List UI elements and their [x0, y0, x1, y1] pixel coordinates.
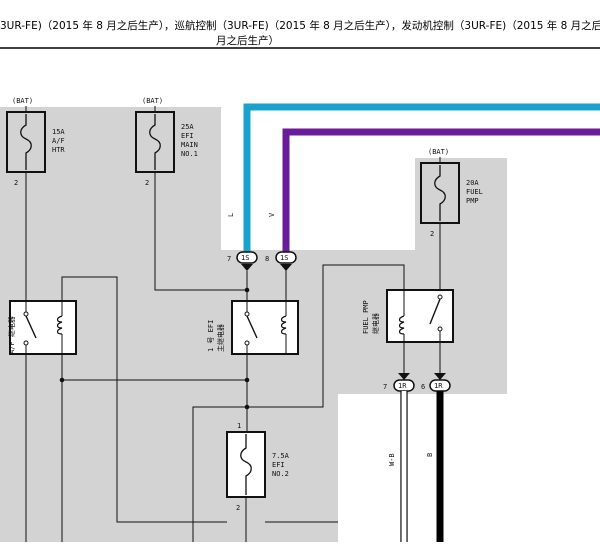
- wire-violet: [282, 128, 600, 257]
- fuse-fuel-pmp-name-1: FUEL: [466, 188, 483, 196]
- connector-6-1r-arrow-icon: [434, 373, 446, 380]
- wire-label-wb: W-B: [388, 453, 396, 466]
- relay-efi-label-1: 1 号 EFI: [207, 320, 215, 352]
- fuse-fuel-pmp-element: [434, 165, 446, 221]
- relay-af-coil: [56, 315, 63, 335]
- fuse-af-htr-source: (BAT): [12, 97, 33, 105]
- relay-fuel-switch: [429, 298, 441, 325]
- splice-point: [244, 287, 250, 293]
- connector-7-1s: [236, 251, 258, 264]
- wire-blue: [243, 103, 600, 257]
- connector-7-1r-pin: 7: [383, 383, 387, 391]
- fuse-fuel-pmp-pin: 2: [430, 230, 434, 238]
- connector-6-1r-code: 1R: [434, 382, 443, 390]
- fuse-efi-no2-element: [240, 434, 252, 495]
- connector-7-1s-pin: 7: [227, 255, 231, 263]
- relay-af-switch: [25, 315, 37, 339]
- fuse-efi-no2-name-1: EFI: [272, 461, 285, 469]
- relay-efi-coil: [280, 315, 287, 335]
- relay-fuel-coil: [398, 315, 405, 335]
- fuse-fuel-pmp-rating: 20A: [466, 179, 479, 187]
- connector-8-1s-pin: 8: [265, 255, 269, 263]
- wire-label-v: V: [268, 212, 276, 217]
- connector-7-1r-code: 1R: [398, 382, 407, 390]
- fuse-efi-main-rating: 25A: [181, 123, 194, 131]
- connector-8-1s-code: 1S: [280, 254, 288, 262]
- fuse-efi-main-name-2: MAIN: [181, 141, 198, 149]
- fuse-efi-main-source: (BAT): [142, 97, 163, 105]
- fuse-af-htr-rating: 15A: [52, 128, 65, 136]
- relay-efi-label-2: 主继电器: [216, 324, 225, 352]
- fuse-af-htr-name-1: A/F: [52, 137, 65, 145]
- relay-af-box: [9, 300, 77, 355]
- fuse-af-htr-pin: 2: [14, 179, 18, 187]
- connector-7-1s-code: 1S: [241, 254, 249, 262]
- relay-fuel-label-2: 继电器: [371, 313, 380, 334]
- relay-efi-switch: [246, 315, 258, 339]
- wire-label-b: B: [426, 453, 434, 457]
- fuse-efi-main-pin: 2: [145, 179, 149, 187]
- fuse-fuel-pmp-name-2: PMP: [466, 197, 479, 205]
- wire-wb: [401, 391, 407, 542]
- relay-af-label: A/F 继电器: [7, 316, 16, 354]
- fuse-af-htr-name-2: HTR: [52, 146, 65, 154]
- relay-fuel-box: [386, 289, 454, 343]
- wire-label-l: L: [227, 213, 235, 217]
- header-line-1: 3UR-FE)（2015 年 8 月之后生产），巡航控制（3UR-FE)（201…: [0, 19, 600, 32]
- relay-efi-box: [231, 300, 299, 355]
- connector-7-1r-arrow-icon: [398, 373, 410, 380]
- fuse-efi-main-name-3: NO.1: [181, 150, 198, 158]
- relay-fuel-label-1: FUEL PMP: [362, 300, 370, 334]
- connector-7-1s-arrow-icon: [241, 264, 253, 271]
- header-line-2: 月之后生产）: [216, 34, 279, 47]
- connector-6-1r-pin: 6: [421, 383, 425, 391]
- fuse-efi-main-element: [149, 114, 161, 170]
- fuse-efi-no2-name-2: NO.2: [272, 470, 289, 478]
- fuse-af-htr-element: [20, 114, 32, 170]
- fuse-efi-no2-bottom-pin: 2: [236, 504, 240, 512]
- connector-8-1s: [275, 251, 297, 264]
- fuse-efi-no2-rating: 7.5A: [272, 452, 290, 460]
- fuse-efi-no2-top-pin: 1: [237, 422, 241, 430]
- fuse-fuel-pmp-source: (BAT): [428, 148, 449, 156]
- fuse-efi-main-name-1: EFI: [181, 132, 194, 140]
